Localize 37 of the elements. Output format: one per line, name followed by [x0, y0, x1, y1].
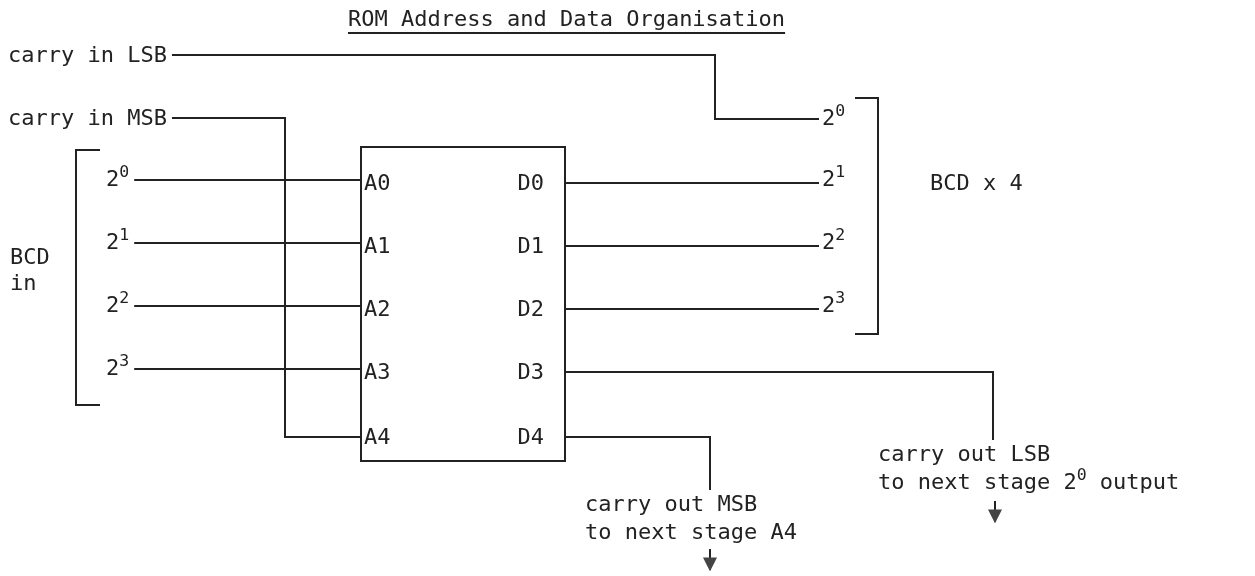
wire — [170, 117, 363, 438]
signal-label: carry in MSB — [8, 104, 167, 132]
pin-label: A4 — [362, 423, 391, 451]
arrow — [988, 500, 1002, 524]
signal-label: 2$^{2}$ — [822, 228, 846, 258]
signal-label: 2$^{3}$ — [106, 354, 130, 384]
pin-label: D0 — [517, 169, 564, 197]
signal-label: 2$^{0}$ — [106, 165, 130, 195]
arrow — [703, 548, 717, 572]
pin-label: D3 — [517, 358, 564, 386]
pin-label: D2 — [517, 295, 564, 323]
wire — [133, 242, 363, 244]
title: ROM Address and Data Organisation — [348, 6, 786, 31]
wire — [133, 305, 363, 307]
group-label: BCD in — [10, 244, 51, 296]
group-label: BCD x 4 — [930, 170, 1024, 196]
wire — [170, 54, 820, 120]
pin-label: D4 — [517, 423, 564, 451]
signal-label: 2$^{1}$ — [106, 228, 130, 258]
pin-label: A1 — [362, 232, 391, 260]
signal-label: 2$^{0}$ — [822, 104, 846, 134]
signal-label: 2$^{1}$ — [822, 165, 846, 195]
rom-chip — [360, 146, 566, 462]
pin-label: D1 — [517, 232, 564, 260]
wire — [563, 182, 820, 184]
wire — [563, 436, 711, 491]
signal-label: carry in LSB — [8, 41, 167, 69]
wire — [563, 308, 820, 310]
wire — [563, 371, 994, 441]
pin-label: A3 — [362, 358, 391, 386]
signal-label: 2$^{2}$ — [106, 291, 130, 321]
wire — [133, 179, 363, 181]
wire — [133, 368, 363, 370]
pin-label: A0 — [362, 169, 391, 197]
pin-label: A2 — [362, 295, 391, 323]
signal-label: 2$^{3}$ — [822, 291, 846, 321]
wire — [563, 245, 820, 247]
